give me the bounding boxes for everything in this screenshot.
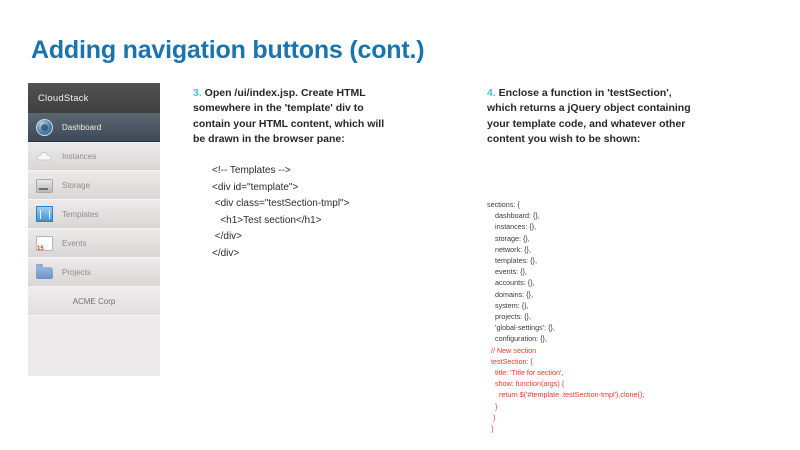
sidebar-item-label: Events bbox=[62, 238, 87, 248]
javascript-code-block: sections: { dashboard: {}, instances: {}… bbox=[487, 199, 697, 434]
calendar-icon: 15 bbox=[36, 235, 53, 251]
sidebar-item-templates[interactable]: Templates bbox=[28, 200, 160, 229]
step-4-body: Enclose a function in 'testSection', whi… bbox=[487, 87, 691, 145]
templates-document-icon bbox=[36, 206, 53, 222]
sidebar-item-label: Storage bbox=[62, 180, 91, 190]
sidebar-item-events[interactable]: 15 Events bbox=[28, 229, 160, 258]
page-title: Adding navigation buttons (cont.) bbox=[31, 36, 425, 64]
sidebar-item-instances[interactable]: Instances bbox=[28, 142, 160, 171]
sidebar-item-projects[interactable]: Projects bbox=[28, 258, 160, 287]
sidebar-item-label: Templates bbox=[62, 209, 99, 219]
folder-icon bbox=[36, 264, 53, 279]
cloudstack-nav-panel: CloudStack Dashboard Instances Storage T… bbox=[28, 83, 160, 376]
sidebar-item-account[interactable]: ACME Corp bbox=[28, 287, 160, 316]
sidebar-item-label: Projects bbox=[62, 267, 91, 277]
sidebar-item-label: Instances bbox=[62, 151, 97, 161]
storage-drive-icon bbox=[36, 178, 53, 193]
step-3-number: 3. bbox=[193, 87, 202, 99]
account-label: ACME Corp bbox=[72, 296, 116, 306]
step-3-body: Open /ui/index.jsp. Create HTML somewher… bbox=[193, 87, 385, 145]
step-4-number: 4. bbox=[487, 87, 496, 99]
js-code-highlighted: // New section testSection: { title: 'Ti… bbox=[491, 345, 645, 434]
sidebar-item-label: Dashboard bbox=[62, 122, 102, 132]
cloud-icon bbox=[36, 148, 53, 165]
step-4-instruction: 4. Enclose a function in 'testSection', … bbox=[487, 86, 702, 147]
html-code-block: <!-- Templates --> <div id="template"> <… bbox=[212, 165, 350, 259]
brand-label: CloudStack bbox=[38, 92, 89, 104]
dashboard-globe-icon bbox=[36, 118, 53, 136]
cloudstack-brand-header: CloudStack bbox=[28, 83, 160, 113]
sidebar-item-dashboard[interactable]: Dashboard bbox=[28, 113, 160, 142]
js-code-plain: sections: { dashboard: {}, instances: {}… bbox=[487, 200, 555, 344]
sidebar-item-storage[interactable]: Storage bbox=[28, 171, 160, 200]
step-3-instruction: 3. Open /ui/index.jsp. Create HTML somew… bbox=[193, 86, 398, 147]
calendar-day-number: 15 bbox=[37, 245, 44, 251]
